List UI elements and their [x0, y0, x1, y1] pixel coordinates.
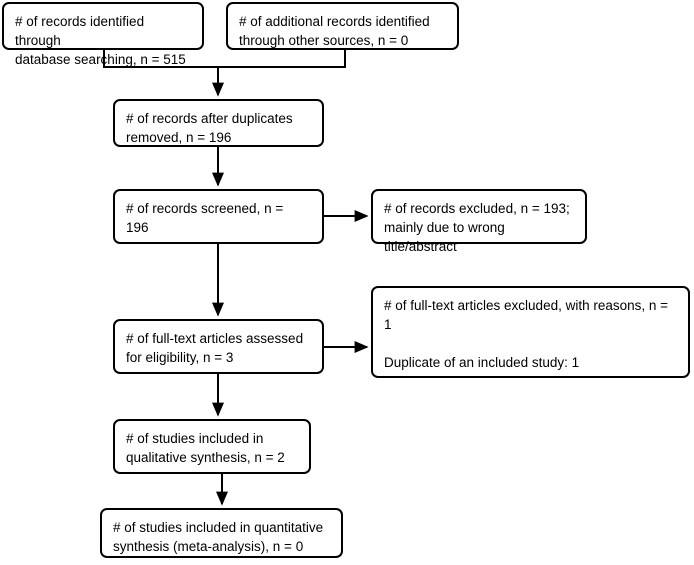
- studies-included-qualitative-synthesis-box: # of studies included in qualitative syn…: [113, 419, 311, 474]
- records-excluded-box: # of records excluded, n = 193; mainly d…: [371, 189, 587, 254]
- records-after-duplicates-removed-box: # of records after duplicates removed, n…: [113, 99, 324, 147]
- additional-records-other-sources-box: # of additional records identified throu…: [226, 2, 459, 50]
- records-identified-database-box: # of records identified through database…: [2, 2, 204, 67]
- records-screened-box: # of records screened, n = 196: [113, 189, 324, 244]
- full-text-articles-excluded-box: # of full-text articles excluded, with r…: [371, 286, 690, 378]
- studies-included-quantitative-synthesis-box: # of studies included in quantitative sy…: [100, 508, 343, 558]
- full-text-articles-assessed-box: # of full-text articles assessed for eli…: [113, 319, 324, 374]
